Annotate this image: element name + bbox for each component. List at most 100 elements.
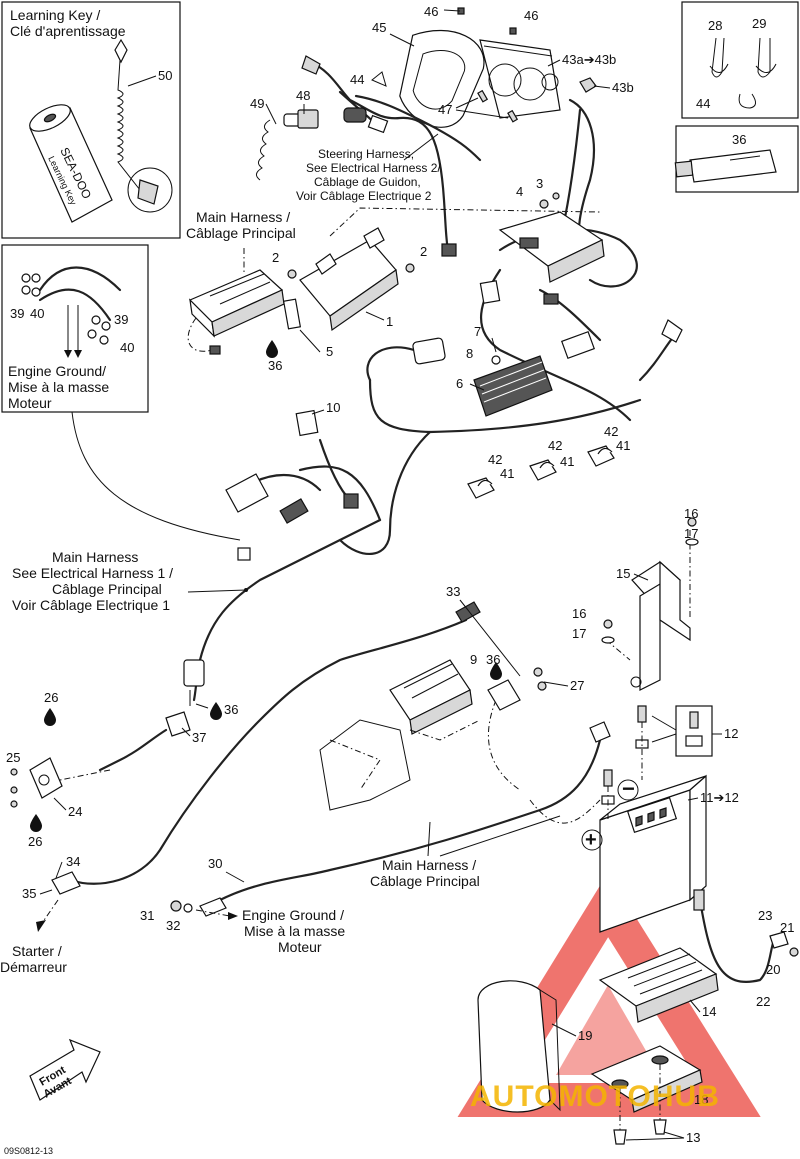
callout-24: 24 (68, 804, 82, 819)
grease-inset (675, 125, 799, 193)
ground-lug-group (21, 266, 122, 358)
callout-44a: 44 (350, 72, 364, 87)
diagram-code: 09S0812-13 (4, 1146, 53, 1156)
harness-clips (467, 445, 615, 499)
callout-28: 28 (708, 18, 722, 33)
callout-5: 5 (326, 344, 333, 359)
callout-31: 31 (140, 908, 154, 923)
engine-ground-bottom-label-2: Mise à la masse (244, 923, 345, 939)
callout-21: 21 (780, 920, 794, 935)
bolt-inset (675, 705, 713, 757)
main-harness-bottom-label-2: Câblage Principal (370, 873, 480, 889)
learning-key-inset (1, 1, 181, 239)
callout-36c: 36 (224, 702, 238, 717)
battery-bolts (601, 705, 649, 820)
battery-cover (477, 980, 561, 1113)
grease-tube-icon (674, 149, 777, 183)
callout-41a: 41 (500, 466, 514, 481)
left-harness-lead (59, 658, 205, 781)
callout-42c: 42 (604, 424, 618, 439)
drop-icon (30, 814, 42, 832)
callout-42b: 42 (548, 438, 562, 453)
learning-key-label-1: Learning Key / (10, 7, 100, 23)
main-harness-bottom-label-1: Main Harness / (382, 857, 476, 873)
engine-ground-inset-label-3: Moteur (8, 395, 52, 411)
callout-19: 19 (578, 1028, 592, 1043)
callout-17a: 17 (684, 526, 698, 541)
negative-cable (693, 889, 799, 983)
starter-label-1: Starter / (12, 943, 62, 959)
callout-11: 11➔12 (700, 790, 739, 805)
callout-43b: 43b (612, 80, 634, 95)
drop-icon (490, 662, 502, 680)
engine-ground-inset (1, 244, 149, 413)
callout-20: 20 (766, 962, 780, 977)
drop-icon (44, 708, 56, 726)
callout-42a: 42 (488, 452, 502, 467)
engine-ground-inset-label-2: Mise à la masse (8, 379, 109, 395)
callout-39b: 39 (114, 312, 128, 327)
callout-27: 27 (570, 678, 584, 693)
front-arrow-icon: Front Avant (29, 1038, 101, 1101)
watermark-text: AUTOMOTOHUB (470, 1080, 720, 1113)
callout-45: 45 (372, 20, 386, 35)
cable-tie-icons (709, 37, 777, 109)
callout-48: 48 (296, 88, 310, 103)
callout-49: 49 (250, 96, 264, 111)
callout-14: 14 (702, 1004, 716, 1019)
callout-1: 1 (386, 314, 393, 329)
callout-25: 25 (6, 750, 20, 765)
callout-50: 50 (158, 68, 172, 83)
battery-minus-label: − (622, 776, 635, 801)
steering-harness (256, 55, 482, 257)
main-harness-top-label-1: Main Harness / (196, 209, 290, 225)
callout-7: 7 (474, 324, 481, 339)
callout-35: 35 (22, 886, 36, 901)
callout-32: 32 (166, 918, 180, 933)
callout-46a: 46 (424, 4, 438, 19)
callout-23: 23 (758, 908, 772, 923)
callout-9: 9 (470, 652, 477, 667)
callout-4: 4 (516, 184, 523, 199)
callout-36a: 36 (732, 132, 746, 147)
learning-key-icon: SEA-DOO Learning Key (29, 38, 173, 223)
drop-icon (266, 340, 278, 358)
battery-tray (598, 947, 719, 1023)
callout-6: 6 (456, 376, 463, 391)
callout-2a: 2 (272, 250, 279, 265)
callout-40a: 40 (30, 306, 44, 321)
battery-cables (51, 601, 611, 917)
engine-ground-bottom-label-1: Engine Ground / (242, 907, 344, 923)
callout-26a: 26 (44, 690, 58, 705)
battery-bracket (605, 530, 691, 691)
battery-icon (599, 774, 707, 933)
callout-30: 30 (208, 856, 222, 871)
callout-36d: 36 (486, 652, 500, 667)
voltage-regulator (366, 337, 553, 417)
starter-solenoid (487, 667, 547, 711)
steering-harness-label-1: Steering Harness, (318, 147, 414, 161)
callout-46b: 46 (524, 8, 538, 23)
main-harness-left-label-4: Voir Câblage Electrique 1 (12, 597, 170, 613)
drop-icon (210, 702, 222, 720)
callout-15: 15 (616, 566, 630, 581)
callout-29: 29 (752, 16, 766, 31)
callout-2b: 2 (420, 244, 427, 259)
steering-harness-label-3: Câblage de Guidon, (314, 175, 421, 189)
neutral-switch-24 (10, 757, 63, 808)
callout-47: 47 (438, 102, 452, 117)
main-harness-top-label-2: Câblage Principal (186, 225, 296, 241)
callout-16a: 16 (684, 506, 698, 521)
steering-harness-label-4: Voir Câblage Electrique 2 (296, 189, 432, 203)
callout-43a: 43a➔43b (562, 52, 616, 67)
steering-harness-label-2: See Electrical Harness 2/ (306, 161, 441, 175)
fuse-box-left (187, 248, 285, 355)
callout-41b: 41 (560, 454, 574, 469)
callout-18: 18 (694, 1092, 708, 1107)
callout-10: 10 (326, 400, 340, 415)
callout-16b: 16 (572, 606, 586, 621)
callout-22: 22 (756, 994, 770, 1009)
starter-label-2: Démarreur (0, 959, 67, 975)
main-harness-left-label-3: Câblage Principal (52, 581, 162, 597)
base-plate (590, 1045, 703, 1145)
